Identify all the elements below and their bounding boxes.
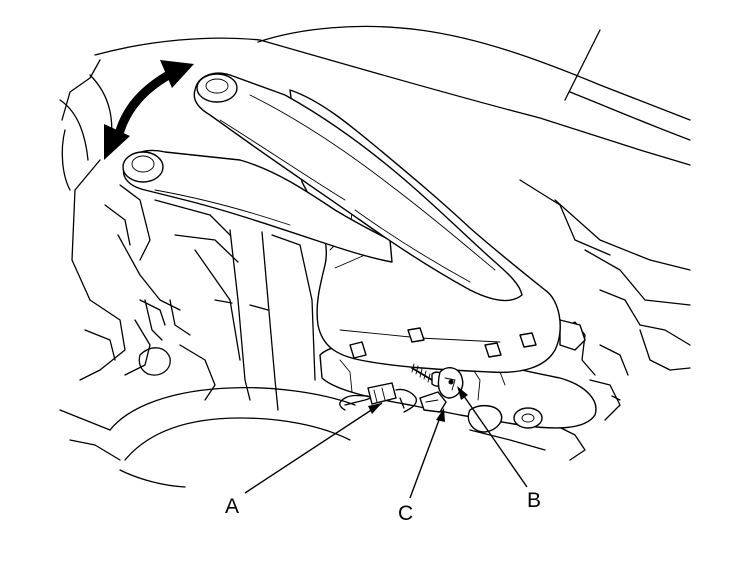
connector <box>339 382 418 413</box>
callout-label-b: B <box>527 489 542 512</box>
brake-switch <box>437 367 464 399</box>
leader-c-arrowhead <box>436 408 445 422</box>
callout-label-a: A <box>225 495 240 518</box>
leader-a-arrowhead <box>368 403 382 414</box>
leader-b <box>458 388 528 488</box>
leader-c <box>409 411 443 499</box>
leader-lines <box>244 386 528 499</box>
lever-lowered-position <box>122 149 393 263</box>
lever-raised-position <box>193 72 523 302</box>
double-headed-curved-arrow-icon <box>104 60 194 160</box>
leader-a <box>244 402 383 494</box>
leader-b-arrowhead <box>457 386 468 400</box>
switch-clip <box>419 391 447 413</box>
callout-label-c: C <box>398 502 414 525</box>
background-structure <box>59 25 691 488</box>
